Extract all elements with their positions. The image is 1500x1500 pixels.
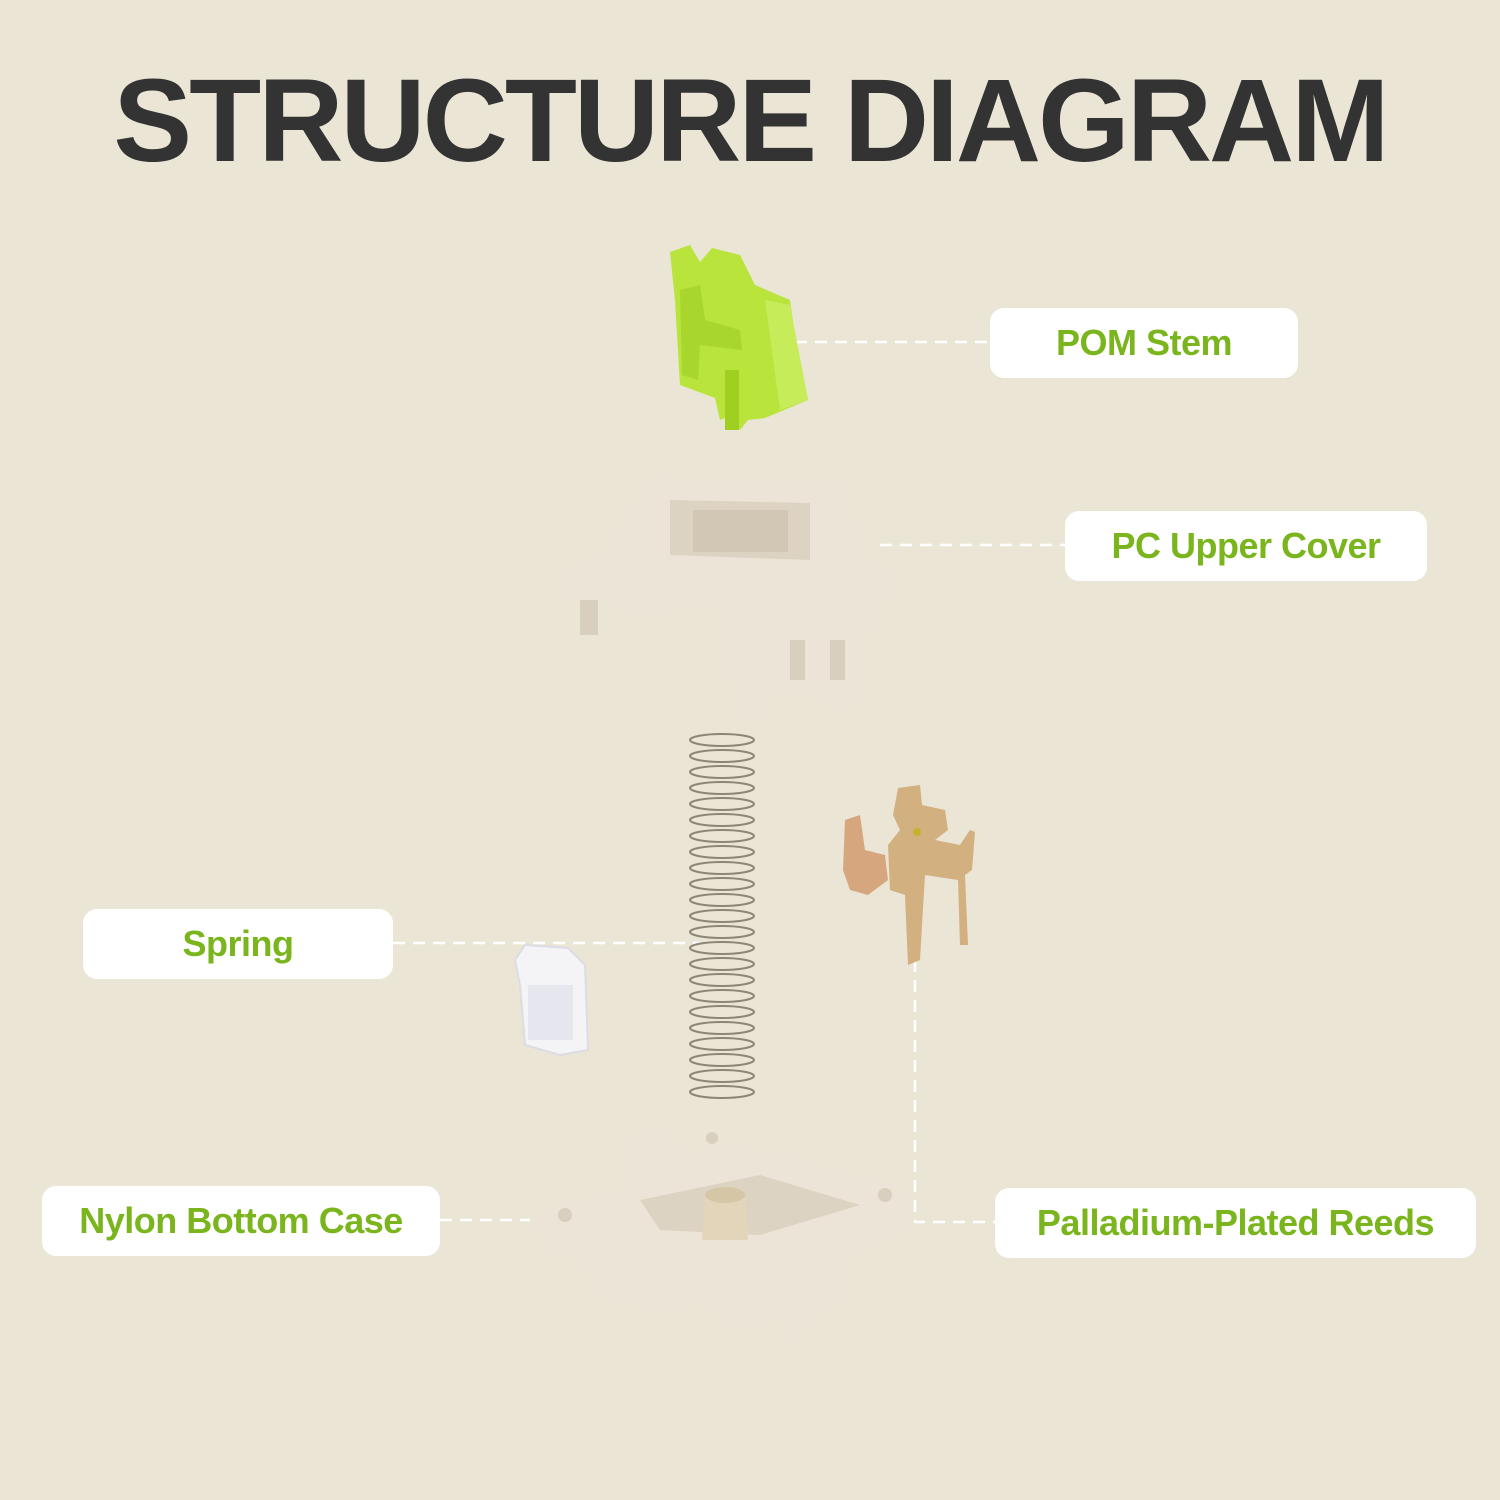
- page-title: STRUCTURE DIAGRAM: [113, 55, 1389, 187]
- spring-coil: [689, 845, 755, 859]
- leader-reeds: [913, 940, 995, 1224]
- leader-lines: [393, 340, 1065, 1224]
- spring-coil: [689, 781, 755, 795]
- label-pc-upper-cover: PC Upper Cover: [1065, 511, 1427, 581]
- spring-coil: [689, 941, 755, 955]
- spring-coil: [689, 1053, 755, 1067]
- spring-coil: [689, 765, 755, 779]
- spring-coil: [689, 1085, 755, 1099]
- spring-coil: [689, 829, 755, 843]
- spring-coil: [689, 893, 755, 907]
- stem-illustration: [670, 245, 808, 430]
- spring-coil: [689, 989, 755, 1003]
- spring-coil: [689, 813, 755, 827]
- spring-illustration: [689, 733, 755, 1099]
- label-spring: Spring: [83, 909, 393, 979]
- spring-coil: [689, 1005, 755, 1019]
- label-palladium-plated-reeds: Palladium-Plated Reeds: [995, 1188, 1476, 1258]
- upper-cover-illustration: [560, 475, 890, 725]
- spring-coil: [689, 1037, 755, 1051]
- spring-coil: [689, 925, 755, 939]
- spring-coil: [689, 797, 755, 811]
- spring-coil: [689, 909, 755, 923]
- light-pipe-illustration: [513, 943, 590, 1057]
- reeds-illustration: [843, 785, 975, 965]
- label-pom-stem: POM Stem: [990, 308, 1298, 378]
- spring-coil: [689, 733, 755, 747]
- spring-coil: [689, 861, 755, 875]
- spring-coil: [689, 957, 755, 971]
- spring-coil: [689, 749, 755, 763]
- bottom-case-illustration: [530, 1125, 910, 1350]
- spring-coil: [689, 877, 755, 891]
- label-nylon-bottom-case: Nylon Bottom Case: [42, 1186, 440, 1256]
- spring-coil: [689, 1069, 755, 1083]
- spring-coil: [689, 973, 755, 987]
- spring-coil: [689, 1021, 755, 1035]
